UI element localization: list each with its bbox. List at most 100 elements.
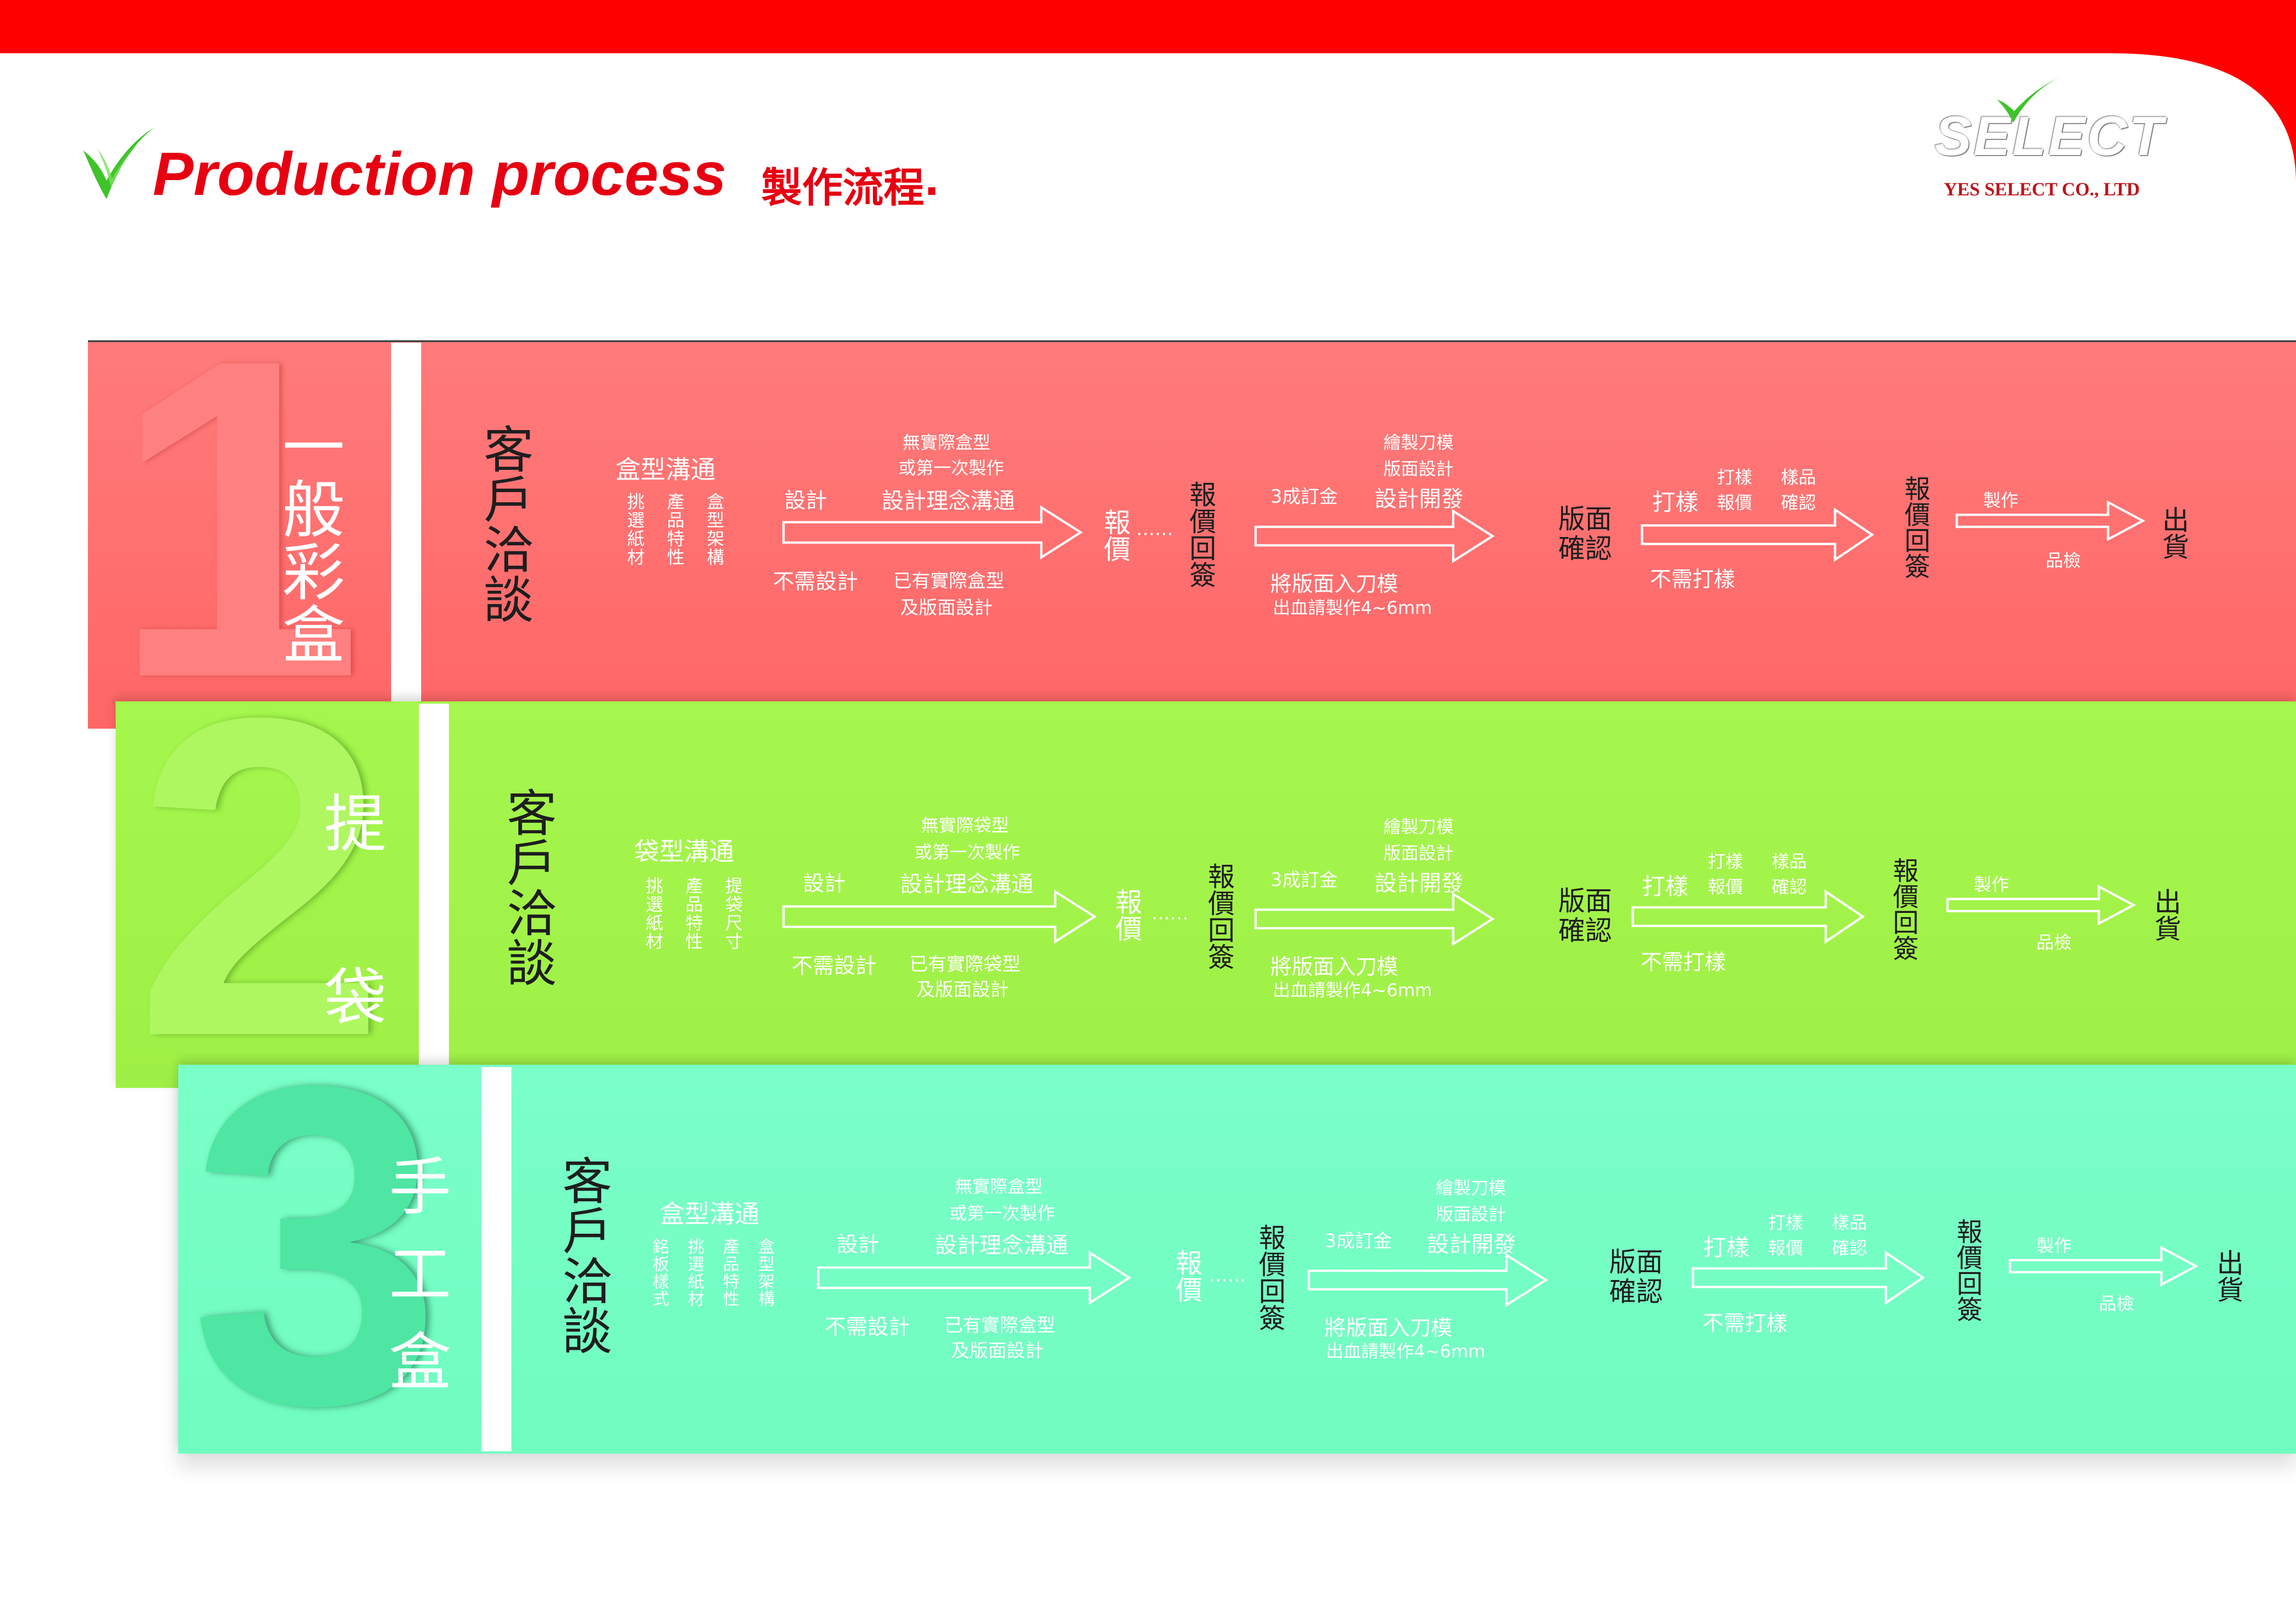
row1-die: 將版面入刀模 [1270,571,1398,596]
row3-note-bottom1: 已有實際盒型 [944,1315,1055,1336]
row1-design: 設計 [784,488,827,513]
row1-band [88,340,2296,729]
row1-arrow-make [1955,500,2145,542]
row3-no-design: 不需設計 [825,1314,910,1339]
row2-note-top2: 或第一次製作 [914,842,1020,862]
row1-ship: 出貨 [2162,505,2190,563]
row1-deposit: 3成訂金 [1270,486,1338,507]
row1-arrow-design [782,505,1083,560]
row3-category: 手工盒 [389,1151,451,1399]
check-mark-icon [83,127,155,199]
row2-deposit: 3成訂金 [1270,869,1338,891]
row3-number: 3 [190,992,442,1499]
row3-arrow-design [817,1250,1132,1305]
row2-number: 2 [134,624,387,1131]
page-title-cn: 製作流程 [761,164,925,212]
row2-inspect: 品檢 [2036,932,2072,953]
row3-design: 設計 [837,1232,879,1257]
row1-number: 1 [111,265,364,772]
row3-feature: 銘板樣式 [653,1237,670,1309]
row2-proof-quote-top: 打樣 [1708,851,1743,872]
row2-dev-top2: 版面設計 [1383,843,1454,863]
row1-confirm-text: 版面確認 [1558,503,1612,564]
row1-note-bottom2: 及版面設計 [900,597,993,618]
row1-bleed: 出血請製作4~6mm [1273,598,1432,618]
row3-concept: 設計理念溝通 [935,1232,1069,1258]
row2-category-2: 袋 [324,962,386,1034]
row1-dots: …… [1136,518,1173,540]
row1-no-proof: 不需打樣 [1650,567,1735,592]
row1-features: 挑選紙材 產品特性 盒型架構 [627,493,724,567]
row3-sign: 報價回簽 [1259,1222,1286,1334]
row3-arrow-proof [1692,1250,1925,1305]
row3-dev-top2: 版面設計 [1435,1204,1506,1224]
row2-feature: 挑選紙材 [646,876,664,952]
row2-dots: …… [1151,903,1188,924]
row3-sample-bottom: 確認 [1832,1238,1867,1258]
row1-proof: 打樣 [1652,489,1699,516]
row3-features: 銘板樣式 挑選紙材 產品特性 盒型架構 [653,1238,775,1308]
row3-dev: 設計開發 [1427,1231,1516,1257]
row2-confirm: 版面確認 [1555,886,1615,946]
row2-no-design: 不需設計 [791,953,877,978]
row2-arrow-make [1946,884,2136,926]
row3-dev-top1: 繪製刀模 [1435,1178,1506,1198]
row1-inspect: 品檢 [2046,550,2081,571]
row3-inspect: 品檢 [2099,1293,2134,1314]
row2-dev: 設計開發 [1375,870,1464,896]
page-title-dot: . [925,149,939,206]
row1-category: 一般彩盒 [282,412,345,672]
row3-feature: 產品特性 [723,1237,740,1309]
row3-quote: 報價 [1176,1248,1203,1306]
row2-band [116,701,2296,1088]
row2-no-proof: 不需打樣 [1641,949,1726,974]
row3-client: 客戶洽談 [562,1153,613,1361]
row3-divider [481,1067,511,1451]
row2-feature: 提袋尺寸 [725,876,743,952]
row3-confirm: 版面確認 [1606,1246,1666,1307]
row3-feature: 挑選紙材 [688,1237,705,1309]
row1-concept: 設計理念溝通 [882,488,1015,514]
row1-proof-quote-bottom: 報價 [1717,493,1753,513]
row1-note-top1: 無實際盒型 [902,432,991,453]
row2-quote: 報價 [1115,887,1143,945]
row3-confirm-text: 版面確認 [1609,1246,1663,1307]
row3-ship: 出貨 [2217,1248,2244,1306]
row1-sample-top: 樣品 [1781,467,1817,487]
row2-sample-bottom: 確認 [1772,877,1807,897]
row2-note-top1: 無實際袋型 [921,815,1009,836]
row2-concept: 設計理念溝通 [900,871,1034,897]
row1-sign: 報價回簽 [1189,479,1217,591]
row3-note-top1: 無實際盒型 [954,1176,1043,1197]
row2-bleed: 出血請製作4~6mm [1273,980,1432,1000]
row2-category-1: 提 [324,788,386,861]
row2-sign: 報價回簽 [1208,861,1235,973]
row2-client: 客戶洽談 [507,785,557,993]
row3-dots: …… [1209,1265,1246,1286]
row1-feature: 盒型架構 [707,492,725,568]
row1-client: 客戶洽談 [484,422,534,630]
row2-divider [419,704,449,1069]
row3-make: 製作 [2036,1236,2072,1256]
row3-proof-quote-bottom: 報價 [1768,1238,1804,1258]
row2-design: 設計 [803,871,846,896]
top-red-bar [0,0,2296,53]
row1-no-design: 不需設計 [773,569,858,594]
company-logo: SELECT [1935,105,2165,167]
row3-arrow-make [2009,1245,2198,1287]
row2-features: 挑選紙材 產品特性 提袋尺寸 [646,877,743,951]
row1-sign2: 報價回簽 [1904,475,1930,582]
row2-comm: 袋型溝通 [634,837,734,866]
row1-make: 製作 [1983,490,2019,511]
row3-note-top2: 或第一次製作 [949,1203,1055,1224]
row2-arrow-design [782,889,1097,944]
row1-divider [391,343,421,704]
row2-feature: 產品特性 [685,876,703,952]
row1-confirm: 版面確認 [1555,503,1615,564]
top-right-curve [2110,53,2296,183]
row2-note-bottom2: 及版面設計 [916,979,1009,1000]
row3-note-bottom2: 及版面設計 [951,1340,1044,1362]
row3-no-proof: 不需打樣 [1702,1311,1787,1336]
row1-dev-top2: 版面設計 [1383,459,1454,479]
row2-make: 製作 [1974,874,2010,895]
